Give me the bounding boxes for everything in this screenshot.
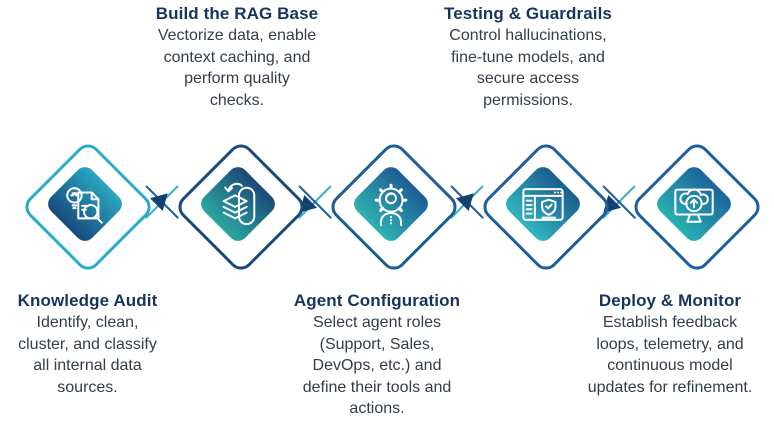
step-label-testing-guardrails: Testing & Guardrails Control hallucinati… (418, 3, 638, 111)
step-label-knowledge-audit: Knowledge Audit Identify, clean, cluster… (0, 290, 185, 398)
step-label-build-rag-base: Build the RAG Base Vectorize data, enabl… (127, 3, 347, 111)
step-label-deploy-monitor: Deploy & Monitor Establish feedback loop… (555, 290, 774, 398)
window-shield-check-icon (522, 188, 564, 221)
layers-sync-icon (222, 182, 256, 226)
step-title: Deploy & Monitor (598, 291, 742, 310)
step-title: Knowledge Audit (17, 291, 158, 310)
step-title: Testing & Guardrails (444, 4, 612, 23)
step-title: Agent Configuration (293, 291, 461, 310)
step-description: Establish feedback loops, telemetry, and… (587, 314, 753, 396)
step-label-agent-configuration: Agent Configuration Select agent roles (… (262, 290, 492, 420)
step-description: Control hallucinations, fine-tune models… (449, 27, 607, 109)
step-description: Vectorize data, enable context caching, … (157, 27, 317, 109)
step-title: Build the RAG Base (155, 4, 319, 23)
gear-person-icon (374, 183, 408, 227)
monitor-cloud-upload-icon (674, 188, 714, 223)
step-description: Select agent roles (Support, Sales, DevO… (302, 314, 452, 417)
step-description: Identify, clean, cluster, and classify a… (18, 314, 157, 396)
document-lightbulb-magnifier-icon (66, 187, 103, 224)
